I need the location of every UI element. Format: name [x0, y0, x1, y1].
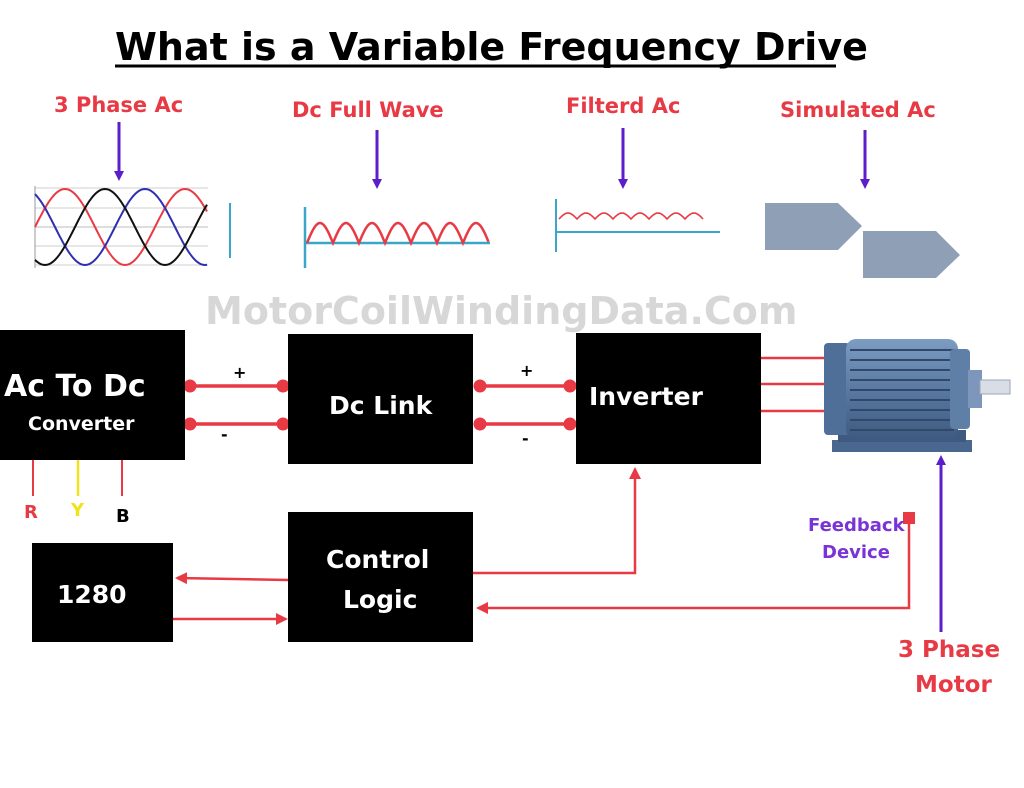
control-logic-line1: Control [326, 545, 429, 574]
control-logic-block [288, 512, 473, 642]
dc-full-wave-waveform [303, 207, 490, 268]
dc-bus-wires [183, 379, 577, 431]
minus-sign-2: - [522, 429, 529, 448]
minus-sign-1: - [221, 425, 228, 444]
page-title: What is a Variable Frequency Drive [115, 25, 868, 69]
motor-label-line1: 3 Phase [898, 637, 1000, 663]
motor-label-line2: Motor [915, 672, 992, 698]
plus-sign-2: + [520, 361, 533, 380]
phase-r-label: R [24, 502, 38, 523]
feedback-device-line1: Feedback [808, 515, 906, 536]
plus-sign-1: + [233, 363, 246, 382]
inverter-block [576, 333, 761, 464]
converter-title: Ac To Dc [4, 369, 146, 404]
control-to-keypad-arrow [175, 572, 289, 585]
filtered-ac-label: Filterd Ac [566, 94, 680, 118]
three-phase-waveform [34, 186, 231, 268]
converter-subtitle: Converter [28, 413, 135, 435]
dc-link-block [288, 334, 473, 464]
feedback-device-marker [903, 512, 915, 524]
dc-link-label: Dc Link [329, 391, 434, 420]
filtered-ac-waveform [555, 199, 720, 252]
control-logic-line2: Logic [343, 585, 417, 614]
control-to-inverter-arrow [473, 467, 641, 575]
simulated-ac-label: Simulated Ac [780, 98, 936, 122]
phase-y-label: Y [70, 500, 85, 521]
phase-b-label: B [116, 506, 130, 527]
feedback-device-line2: Device [822, 542, 890, 563]
dc-full-wave-label: Dc Full Wave [292, 98, 444, 122]
three-phase-motor-image [824, 339, 1011, 452]
simulated-ac-waveform [765, 203, 960, 278]
inverter-label: Inverter [589, 382, 704, 411]
keypad-1280-label: 1280 [57, 580, 127, 609]
ac-to-dc-converter-block [0, 330, 185, 460]
three-phase-ac-label: 3 Phase Ac [54, 93, 183, 117]
watermark: MotorCoilWindingData.Com [205, 289, 797, 333]
keypad-1280-block [32, 543, 173, 642]
feedback-to-control-arrow [476, 524, 911, 614]
